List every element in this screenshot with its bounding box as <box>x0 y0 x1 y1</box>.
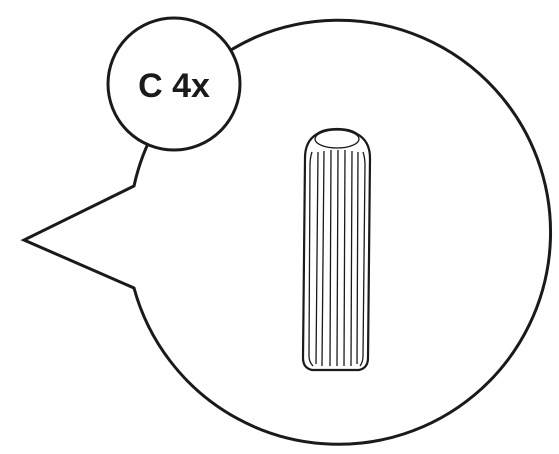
speech-bubble <box>20 18 552 446</box>
dowel-illustration <box>301 127 372 372</box>
part-label-text: C 4x <box>138 67 210 105</box>
part-label-badge: C 4x <box>106 16 242 152</box>
dowel-body <box>301 127 372 372</box>
dowel-flutes <box>308 149 366 367</box>
dowel-top-cap <box>314 129 360 149</box>
part-label-circle <box>106 16 242 152</box>
